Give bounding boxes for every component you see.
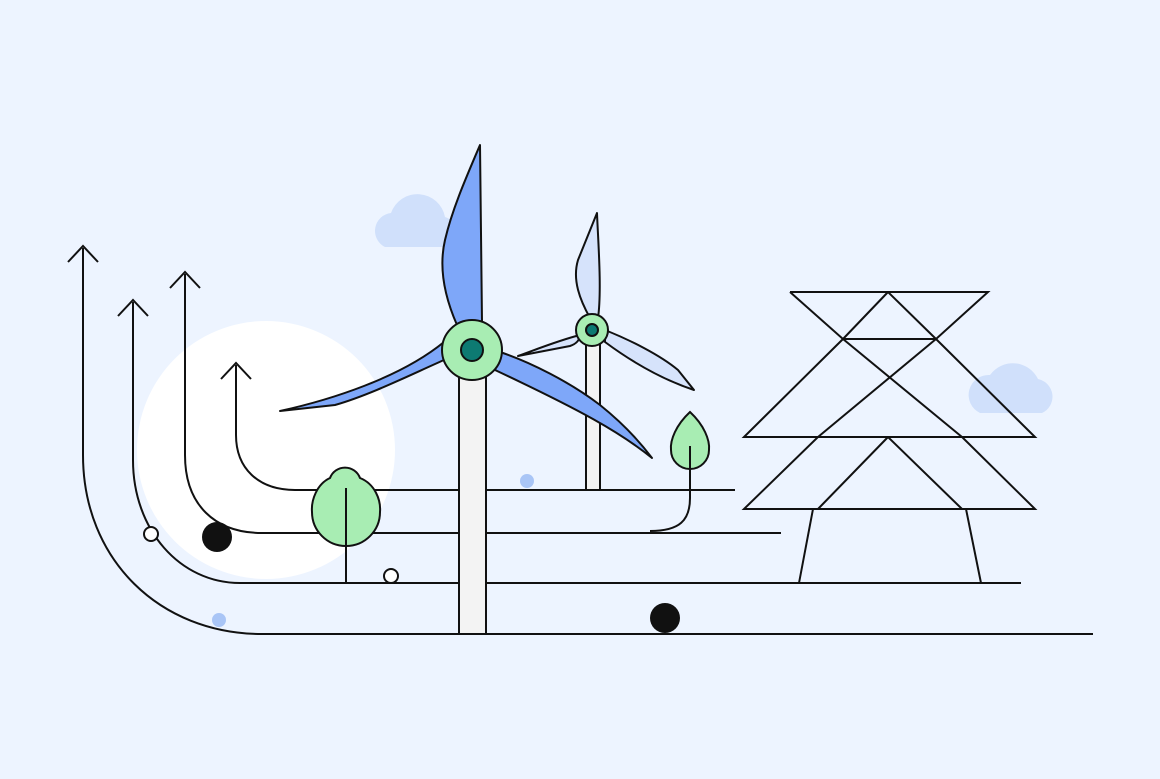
dot-outline-left	[143, 526, 159, 542]
tower-brace-f	[887, 436, 963, 510]
dot-blue-middle	[520, 474, 534, 488]
tower-brace-e	[817, 436, 889, 510]
tower-brace-c	[842, 338, 963, 438]
large-turbine-mast	[458, 365, 487, 635]
small-turbine-blade-up	[574, 212, 601, 319]
tower-brace-d	[817, 338, 937, 438]
large-turbine-blade-left	[279, 341, 445, 412]
cloud-right	[968, 363, 1053, 413]
arrowhead-outer	[67, 244, 99, 263]
tower-brace-b	[887, 291, 937, 340]
growth-arrow-outer	[82, 248, 1093, 635]
small-turbine-blade-right	[604, 329, 695, 391]
growth-arrow-third	[184, 274, 781, 534]
cloud-left	[375, 194, 457, 247]
transmission-tower	[741, 291, 1038, 584]
arrowhead-second	[117, 298, 149, 317]
arrowhead-third	[169, 270, 201, 289]
leaf-small-stem	[649, 446, 691, 532]
dot-black-large-left	[202, 522, 232, 552]
growth-arrow-inner	[235, 365, 735, 491]
arrowhead-inner	[220, 361, 252, 380]
tree-round	[310, 466, 382, 583]
small-turbine-hub-core	[585, 323, 599, 337]
wind-turbine-large	[279, 144, 653, 635]
large-turbine-blade-right	[494, 351, 653, 459]
growth-arrows	[67, 244, 1093, 635]
dot-blue-left	[212, 613, 226, 627]
dot-black-large-right	[650, 603, 680, 633]
large-turbine-blade-up	[441, 144, 483, 326]
dot-outline-middle	[383, 568, 399, 584]
tower-brace-a	[842, 291, 889, 340]
growth-arrow-second	[132, 302, 1021, 584]
leaf-small	[649, 410, 711, 532]
large-turbine-hub-core	[460, 338, 484, 362]
